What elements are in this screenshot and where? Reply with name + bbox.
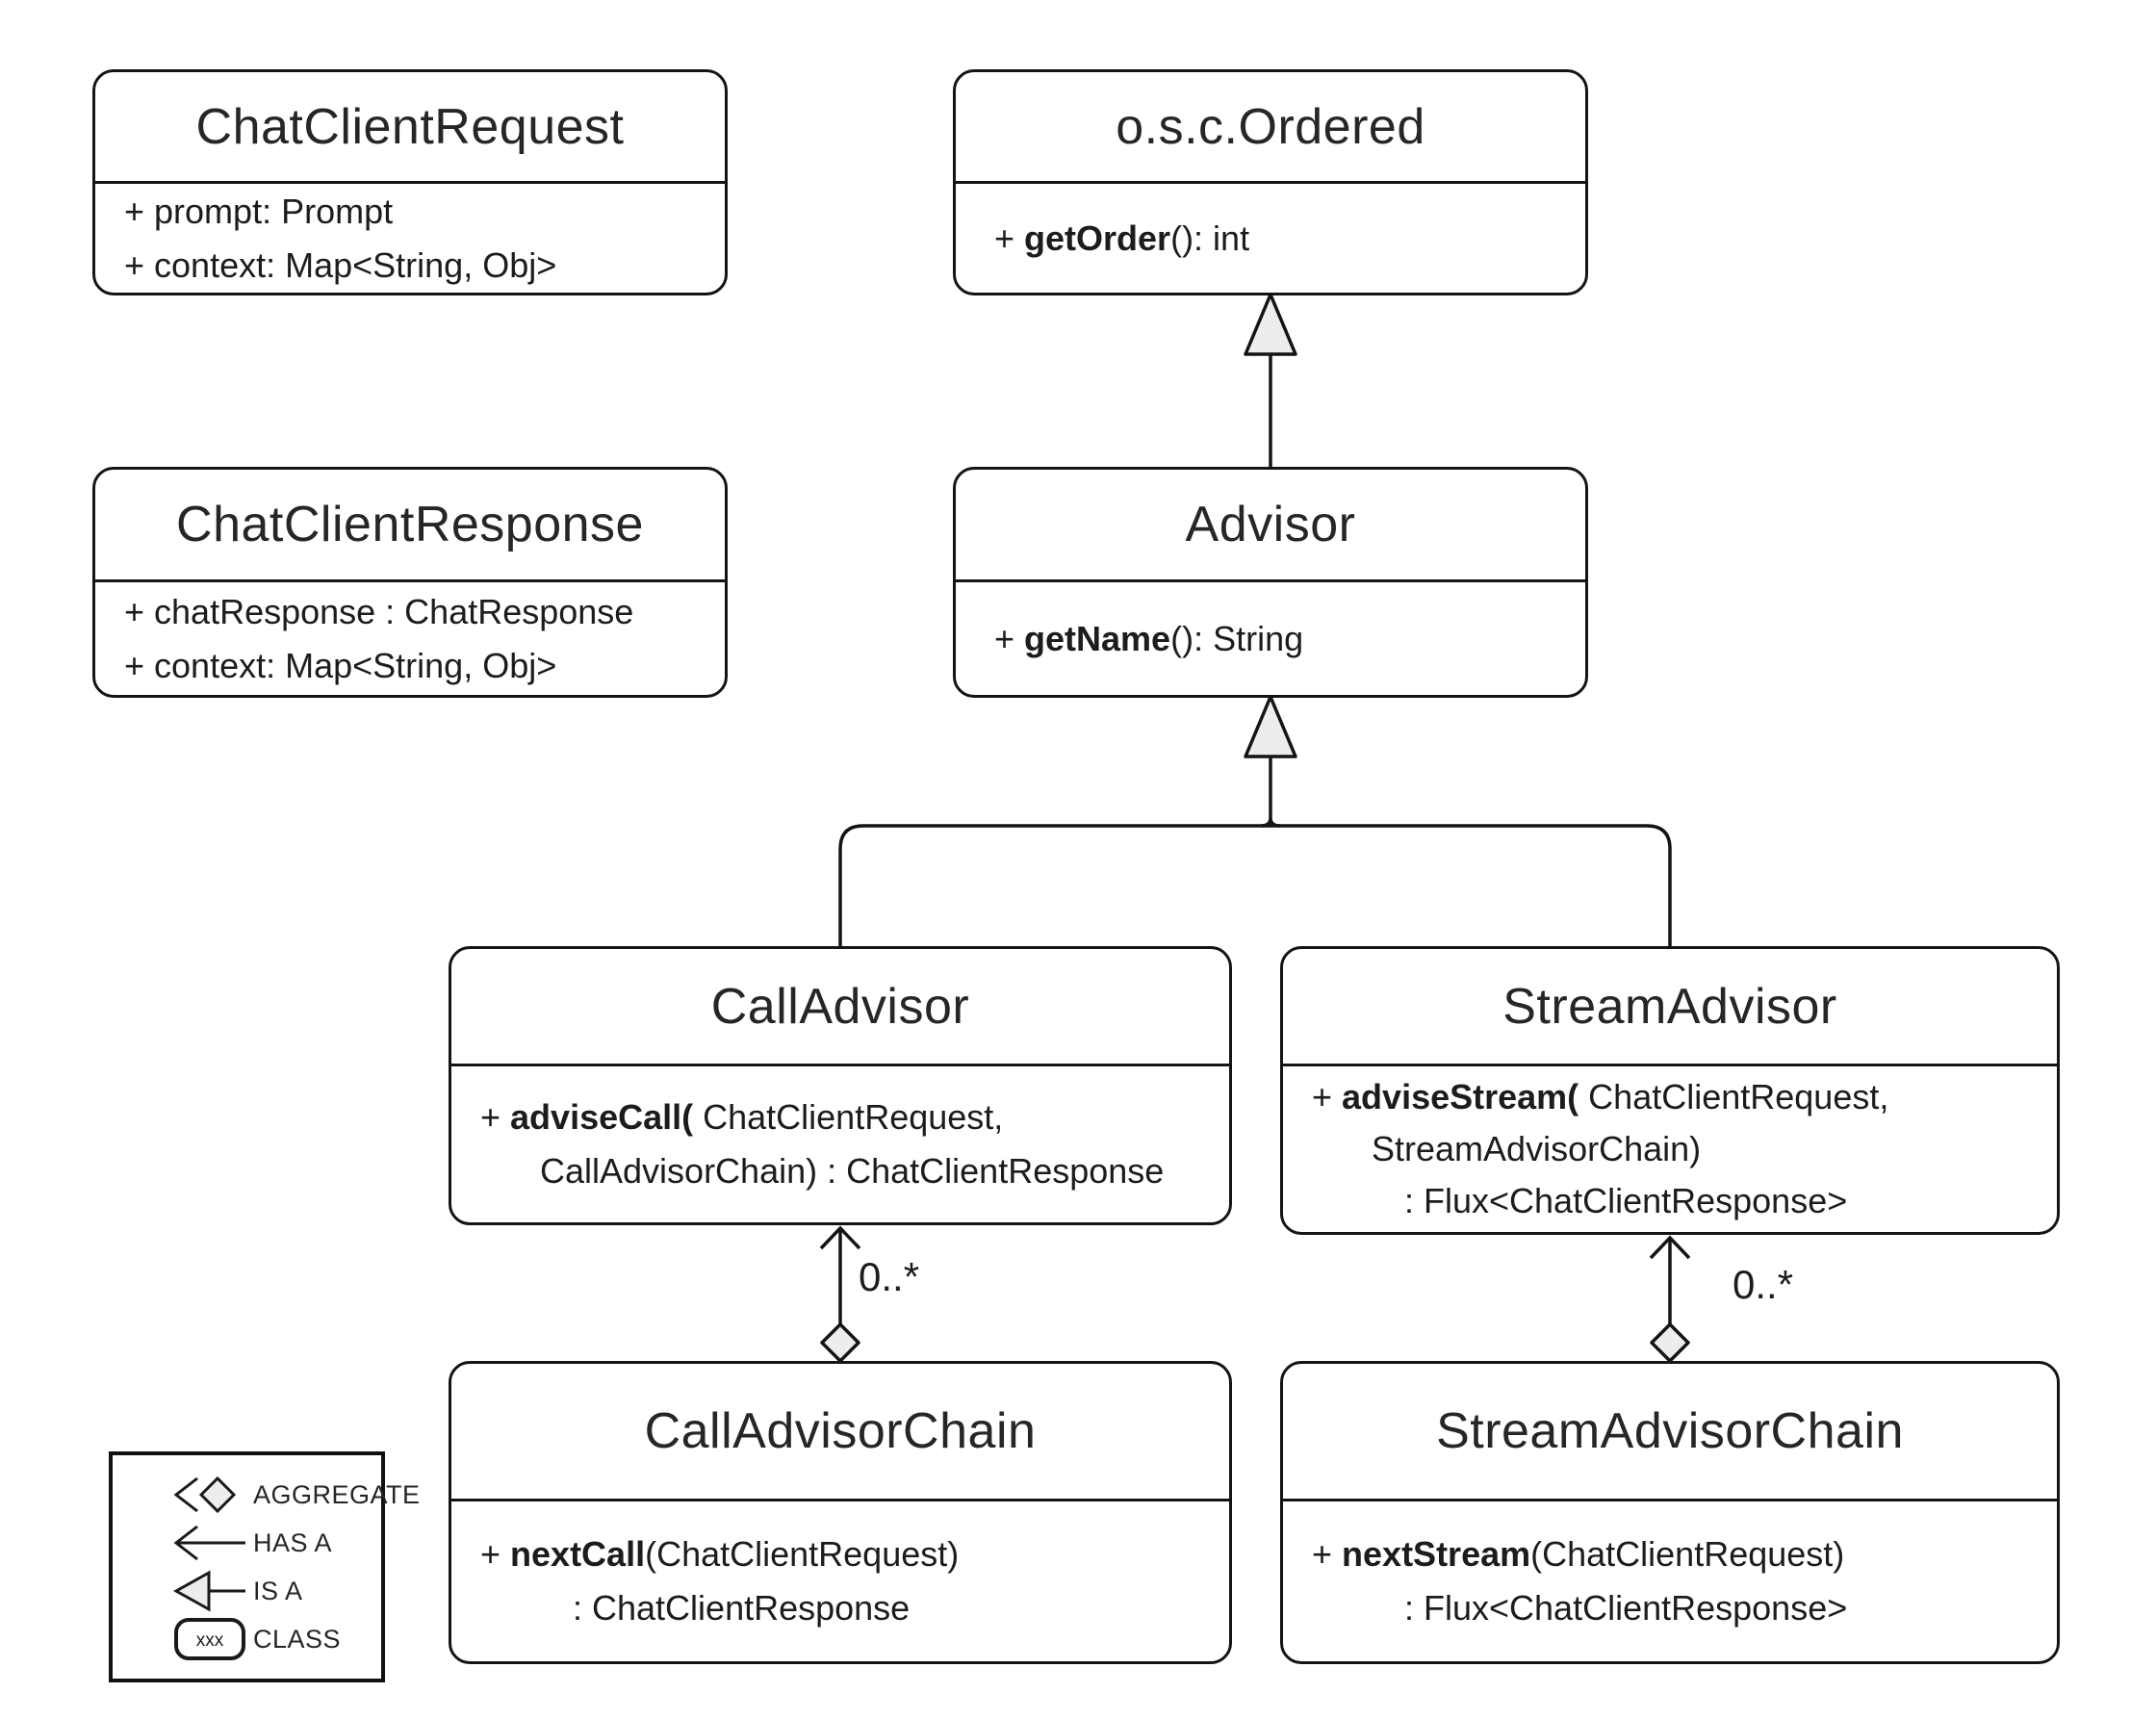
class-members: + getName(): String <box>956 582 1585 695</box>
class-member: + getOrder(): int <box>994 218 1250 258</box>
legend-row-is-a: IS A <box>140 1567 381 1615</box>
class-box-ordered: o.s.c.Ordered + getOrder(): int <box>953 69 1588 295</box>
class-members: + chatResponse : ChatResponse + context:… <box>95 582 725 695</box>
class-members: + getOrder(): int <box>956 184 1585 293</box>
class-title: StreamAdvisor <box>1283 949 2057 1066</box>
class-box-streamadvisor: StreamAdvisor + adviseStream( ChatClient… <box>1280 946 2060 1235</box>
class-title: StreamAdvisorChain <box>1283 1364 2057 1501</box>
class-member: + context: Map<String, Obj> <box>124 244 557 285</box>
class-title: ChatClientRequest <box>95 72 725 184</box>
legend-label: AGGREGATE <box>253 1479 421 1509</box>
class-members: + nextStream(ChatClientRequest) : Flux<C… <box>1283 1501 2057 1661</box>
class-member: + chatResponse : ChatResponse <box>124 591 634 631</box>
class-title: CallAdvisorChain <box>451 1364 1229 1501</box>
class-member: + nextStream(ChatClientRequest) <box>1312 1534 1845 1574</box>
legend-row-has-a: HAS A <box>140 1519 381 1567</box>
class-members: + prompt: Prompt + context: Map<String, … <box>95 184 725 293</box>
class-member: + adviseCall( ChatClientRequest, <box>480 1097 1004 1137</box>
legend-row-class: xxx CLASS <box>140 1615 381 1663</box>
class-member: : Flux<ChatClientResponse> <box>1404 1181 1848 1220</box>
class-box-advisor: Advisor + getName(): String <box>953 467 1588 698</box>
aggregate-arrow-callchain-to-calladvisor <box>819 1225 861 1363</box>
class-member: + nextCall(ChatClientRequest) <box>480 1534 960 1574</box>
has-a-icon <box>173 1525 245 1561</box>
class-icon: xxx <box>174 1618 245 1660</box>
class-box-streamadvisorchain: StreamAdvisorChain + nextStream(ChatClie… <box>1280 1361 2060 1664</box>
class-member: + getName(): String <box>994 618 1304 658</box>
legend-label: CLASS <box>253 1624 342 1654</box>
multiplicity-label-call: 0..* <box>859 1254 920 1299</box>
class-box-chatclientresponse: ChatClientResponse + chatResponse : Chat… <box>92 467 728 698</box>
legend-row-aggregate: AGGREGATE <box>140 1471 420 1519</box>
legend-label: IS A <box>253 1576 303 1605</box>
class-member: CallAdvisorChain) : ChatClientResponse <box>540 1151 1165 1191</box>
class-title: Advisor <box>956 470 1585 582</box>
legend-label: HAS A <box>253 1527 333 1557</box>
class-member: : Flux<ChatClientResponse> <box>1404 1588 1848 1628</box>
legend-box: AGGREGATE HAS A IS A xxx CLASS <box>109 1451 420 1682</box>
class-members: + adviseCall( ChatClientRequest, CallAdv… <box>451 1066 1229 1222</box>
class-member: + context: Map<String, Obj> <box>124 645 557 685</box>
class-title: ChatClientResponse <box>95 470 725 582</box>
class-members: + nextCall(ChatClientRequest) : ChatClie… <box>451 1501 1229 1661</box>
aggregate-icon <box>173 1475 237 1514</box>
is-a-icon <box>172 1570 245 1612</box>
is-a-arrow-subclasses-to-advisor <box>838 695 1672 946</box>
class-members: + adviseStream( ChatClientRequest, Strea… <box>1283 1066 2057 1232</box>
class-member: : ChatClientResponse <box>573 1588 911 1628</box>
aggregate-arrow-streamchain-to-streamadvisor <box>1649 1235 1691 1363</box>
class-box-calladvisorchain: CallAdvisorChain + nextCall(ChatClientRe… <box>449 1361 1232 1664</box>
class-box-chatclientrequest: ChatClientRequest + prompt: Prompt + con… <box>92 69 728 295</box>
class-member: StreamAdvisorChain) <box>1372 1129 1702 1168</box>
multiplicity-label-stream: 0..* <box>1732 1262 1794 1307</box>
class-member: + prompt: Prompt <box>124 191 394 231</box>
class-box-calladvisor: CallAdvisor + adviseCall( ChatClientRequ… <box>449 946 1232 1225</box>
class-member: + adviseStream( ChatClientRequest, <box>1312 1077 1889 1116</box>
class-title: CallAdvisor <box>451 949 1229 1066</box>
svg-text:xxx: xxx <box>196 1630 224 1651</box>
class-title: o.s.c.Ordered <box>956 72 1585 184</box>
is-a-arrow-advisor-to-ordered <box>1244 293 1297 467</box>
